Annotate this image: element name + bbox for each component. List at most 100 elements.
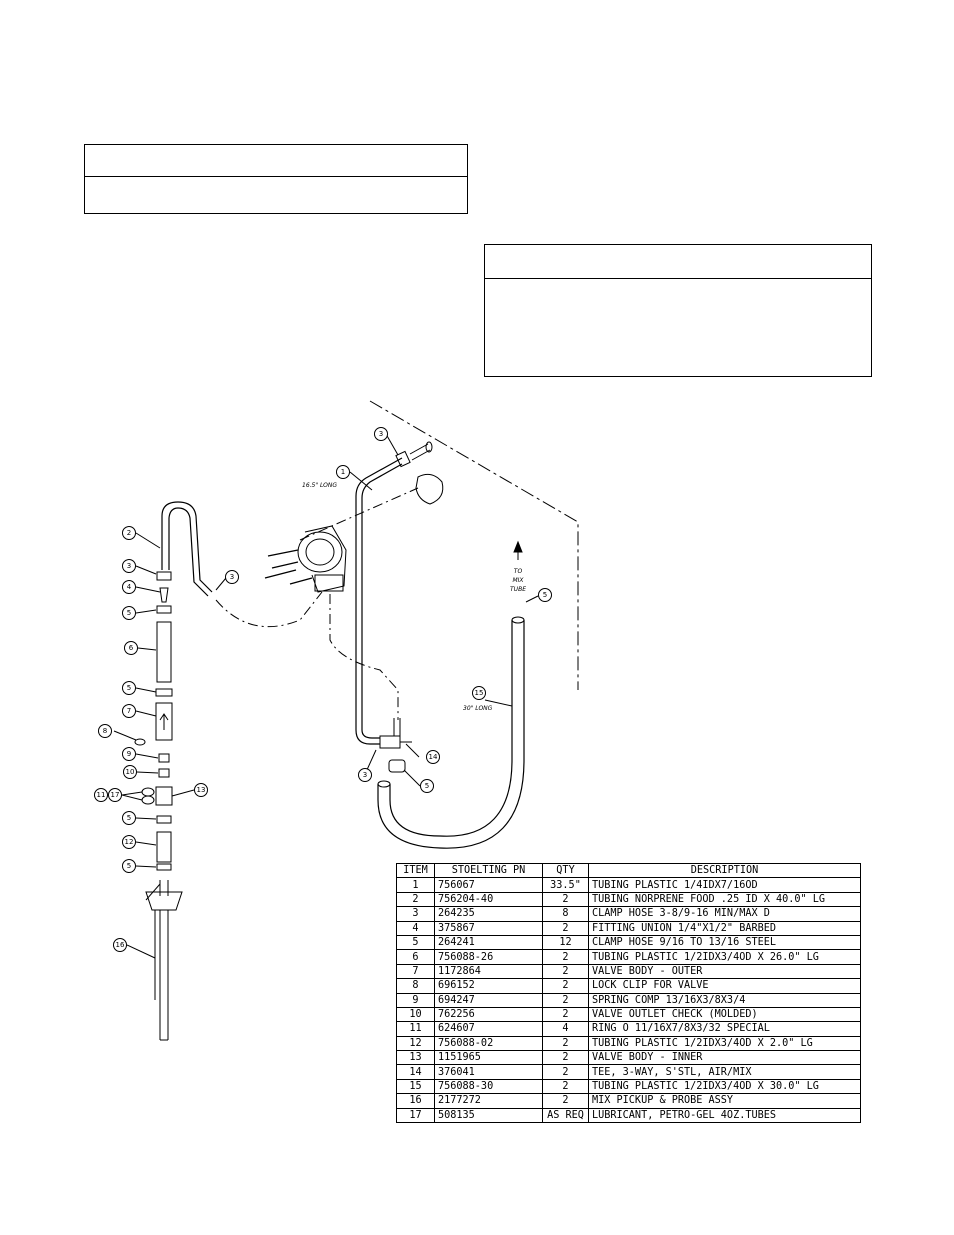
cell-part-number: 756088-26 [434,949,543,965]
cell-description: CLAMP HOSE 3-8/9-16 MIN/MAX D [588,906,861,922]
callout-13: 13 [197,786,206,794]
cell-description: CLAMP HOSE 9/16 TO 13/16 STEEL [588,934,861,951]
cell-item: 14 [396,1064,435,1080]
cell-item: 6 [396,949,435,965]
callout-5: 5 [425,782,429,790]
cell-part-number: 756088-02 [434,1035,543,1052]
cell-description: VALVE BODY - OUTER [588,963,861,980]
cell-item: 11 [396,1021,435,1037]
cell-description: TUBING PLASTIC 1/4IDX7/16OD [588,877,861,893]
cell-part-number: 756088-30 [434,1078,543,1095]
callout-7: 7 [127,707,131,715]
callout-12: 12 [125,838,134,846]
cell-item: 1 [396,877,435,893]
cell-item: 8 [396,978,435,994]
callout-3: 3 [379,430,383,438]
cell-qty: 2 [542,949,589,965]
cell-part-number: 756067 [434,877,543,893]
info-box-header [85,145,467,177]
cell-item: 15 [396,1078,435,1095]
cell-qty: 2 [542,1006,589,1023]
callout-16: 16 [116,941,125,949]
cell-description: FITTING UNION 1/4"X1/2" BARBED [588,920,861,936]
cell-part-number: 264241 [434,934,543,951]
callout-1: 1 [341,468,345,476]
cell-part-number: 1172864 [434,963,543,980]
callout-11: 11 [97,791,106,799]
callout-8: 8 [103,727,107,735]
cell-qty: 4 [542,1021,589,1037]
cell-item: 4 [396,920,435,936]
cell-item: 2 [396,891,435,908]
cell-part-number: 376041 [434,1064,543,1080]
cell-description: VALVE BODY - INNER [588,1050,861,1066]
cell-qty: 2 [542,992,589,1008]
cell-qty: 2 [542,978,589,994]
to-mix-tube-label-line1: TO [514,568,523,575]
callout-9: 9 [127,750,131,758]
tube-15-length-label: 30" LONG [463,705,493,712]
info-box-header [485,245,871,279]
cell-qty: 2 [542,1093,589,1109]
callout-3: 3 [127,562,131,570]
callout-15: 15 [475,689,484,697]
callout-5: 5 [543,591,547,599]
to-mix-tube-label-line2: MIX [512,577,524,584]
callout-10: 10 [126,768,135,776]
cell-part-number: 762256 [434,1006,543,1023]
callout-3: 3 [230,573,234,581]
cell-item: 10 [396,1006,435,1023]
cell-part-number: 264235 [434,906,543,922]
cell-qty: 2 [542,1064,589,1080]
cell-item: 13 [396,1050,435,1066]
cell-item: 12 [396,1035,435,1052]
cell-description: LOCK CLIP FOR VALVE [588,978,861,994]
cell-qty: 2 [542,920,589,936]
cell-description: MIX PICKUP & PROBE ASSY [588,1093,861,1109]
cell-part-number: 694247 [434,992,543,1008]
callout-5: 5 [127,609,131,617]
cell-item: 7 [396,963,435,980]
cell-part-number: 624607 [434,1021,543,1037]
cell-description: TUBING PLASTIC 1/2IDX3/4OD X 30.0" LG [588,1078,861,1095]
info-box-top-left [84,144,468,214]
callout-5: 5 [127,684,131,692]
cell-part-number: 1151965 [434,1050,543,1066]
callout-2: 2 [127,529,131,537]
to-mix-tube-label-line3: TUBE [510,586,526,593]
cell-description: LUBRICANT, PETRO-GEL 4OZ.TUBES [588,1107,861,1124]
callout-17: 17 [111,791,120,799]
tube-1-length-label: 16.5" LONG [302,482,337,489]
cell-part-number: 696152 [434,978,543,994]
cell-item: 5 [396,934,435,951]
callout-6: 6 [129,644,134,652]
cell-qty: 2 [542,1035,589,1052]
cell-part-number: 2177272 [434,1093,543,1109]
cell-qty: 8 [542,906,589,922]
cell-description: VALVE OUTLET CHECK (MOLDED) [588,1006,861,1023]
cell-qty: AS REQ [542,1107,589,1124]
cell-qty: 12 [542,934,589,951]
callout-5: 5 [127,814,131,822]
cell-part-number: 508135 [434,1107,543,1124]
cell-item: 9 [396,992,435,1008]
column-header-qty: QTY [542,862,589,879]
column-header-description: DESCRIPTION [588,862,861,879]
cell-description: TUBING PLASTIC 1/2IDX3/4OD X 2.0" LG [588,1035,861,1052]
